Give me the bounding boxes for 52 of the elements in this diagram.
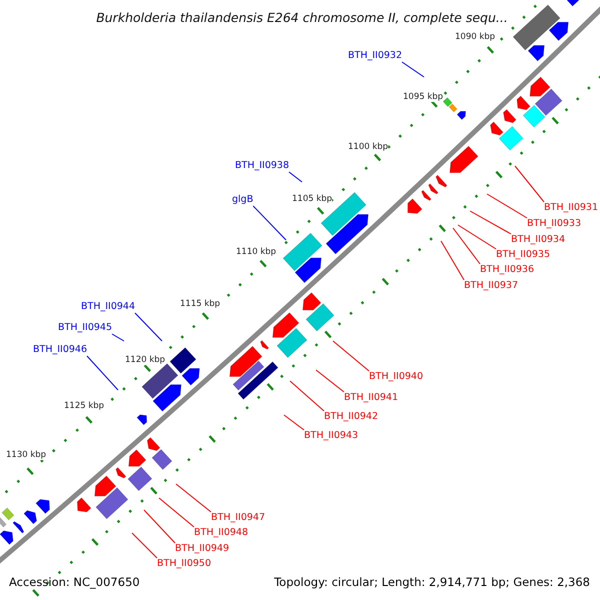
leader-line [290,380,324,412]
scale-label: 1090 kbp [455,32,496,42]
scale-label: 1095 kbp [403,92,444,102]
leader-line [86,356,118,390]
gene-label: BTH_II0931 [544,202,598,214]
leader-line [452,228,480,264]
scale-label: 1110 kbp [236,247,276,257]
scale-label: 1105 kbp [292,194,332,204]
leader-line [458,224,496,250]
gene-label: BTH_II0937 [464,280,518,292]
scale-label: 1120 kbp [125,355,166,365]
gene-label: BTH_II0940 [369,371,423,383]
leader-line [486,194,528,218]
gene-label: BTH_II0943 [304,430,358,442]
scale-label: 1125 kbp [64,401,104,411]
topology-text: Topology: circular; Length: 2,914,771 bp; Genes: 2,368 [274,575,590,589]
gene-label: BTH_II0949 [175,543,229,555]
gene-label: BTH_II0932 [348,50,402,62]
gene-label: BTH_II0934 [511,234,565,246]
scale-label: 1100 kbp [348,142,388,152]
accession-text: Accession: NC_007650 [9,575,140,589]
gene-label: BTH_II0947 [211,512,265,524]
leader-line [402,62,424,78]
scale-label: 1115 kbp [180,299,220,309]
leader-line [470,210,512,234]
leader-line [252,206,286,240]
gene-label: BTH_II0946 [33,344,87,356]
gene-label: BTH_II0944 [81,301,135,313]
leader-line [284,414,304,430]
gene-label: BTH_II0941 [344,392,398,404]
gene-label: BTH_II0942 [324,411,378,423]
leader-line [134,312,162,342]
leader-line [158,498,194,528]
leader-line [288,172,302,182]
gene-label: BTH_II0938 [235,160,289,172]
gene-label: glgB [232,194,254,206]
leader-line [132,532,158,558]
leader-line [332,340,370,372]
leader-line [514,166,544,202]
leader-line [176,484,212,512]
gene-label: BTH_II0948 [194,527,248,539]
gene-label: BTH_II0933 [527,218,581,230]
gene-label: BTH_II0950 [157,558,211,570]
gene-label: BTH_II0945 [58,322,112,334]
gene-label: BTH_II0936 [480,264,534,276]
scale-label: 1130 kbp [6,450,46,460]
leader-line [112,334,124,342]
leader-line [316,370,344,392]
leader-line [144,510,176,544]
leader-line [440,240,464,280]
diagram-title: Burkholderia thailandensis E264 chromosome II, complete sequ... [95,10,509,26]
gene-label: BTH_II0935 [496,249,550,261]
